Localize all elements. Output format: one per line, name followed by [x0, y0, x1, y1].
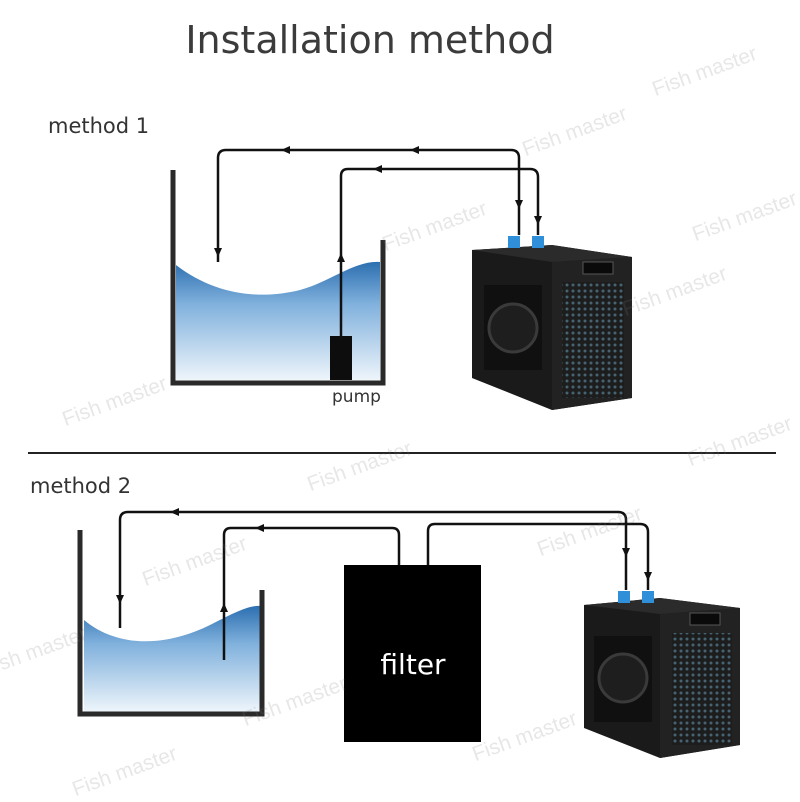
filter-box: [344, 565, 481, 742]
arrows-method-1: [214, 146, 542, 262]
method-1-label: method 1: [48, 114, 150, 138]
section-divider: [28, 452, 776, 454]
method-2-label: method 2: [30, 474, 132, 498]
pipes-method-2: [118, 510, 650, 660]
pump-label: pump: [332, 387, 381, 407]
chiller-2: [584, 591, 740, 758]
filter-label: filter: [380, 648, 446, 681]
pump-1: [330, 336, 352, 380]
tank-2: [77, 530, 265, 717]
tank-1: [170, 170, 386, 386]
chiller-1: [472, 236, 632, 410]
pipes-method-1: [216, 148, 540, 340]
page-title: Installation method: [185, 18, 555, 62]
arrows-method-2: [116, 508, 652, 612]
